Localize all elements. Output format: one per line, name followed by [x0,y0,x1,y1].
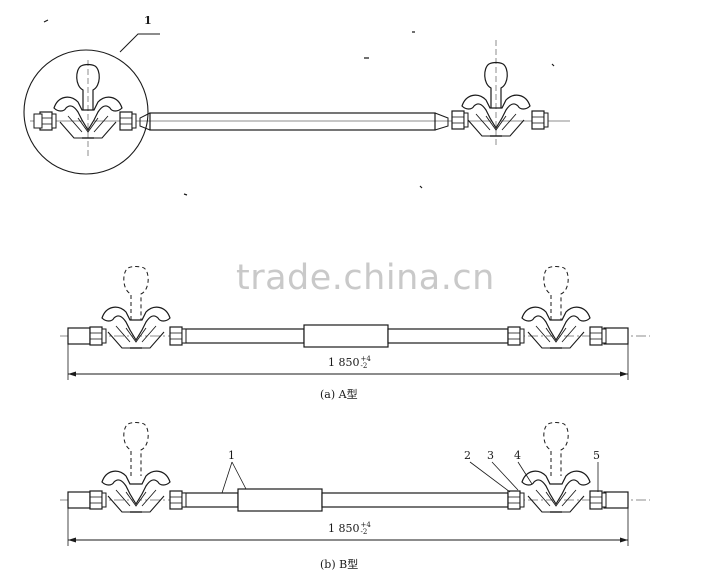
watermark-text: trade.china.cn [236,258,495,298]
part-label-1: 1 [228,449,235,462]
part-label-5: 5 [593,449,600,462]
leader-4 [517,461,533,485]
callout-1: 1 [144,14,152,27]
b-left-clamp [101,421,171,513]
diagram-b [60,421,650,546]
caption-a: (a) A型 [320,388,358,401]
b-rod-right [321,492,509,508]
left-inner-nut [119,111,137,131]
rod-right [387,328,509,344]
a-right-inner-nut [507,326,525,346]
b-right-inner-nut [507,490,525,510]
b-left-outer-nut [89,490,107,510]
b-rod-left [183,492,239,508]
b-right-clamp [521,421,591,513]
rod-left [183,328,305,344]
leader-2 [469,461,511,493]
b-dimension-value: 1 850 [328,522,360,535]
right-outer-nut [531,110,549,130]
b-right-outer-nut [589,490,607,510]
right-inner-nut [451,110,469,130]
diagram-a [60,265,650,380]
a-tolerance-upper: +4 [360,355,371,363]
leader-3 [491,461,519,491]
leader-1 [221,461,247,494]
top-diagram [23,19,570,196]
b-left-inner-nut [169,490,187,510]
a-dimension-value: 1 850 [328,356,360,369]
callout-leader [119,33,160,53]
a-left-outer-nut [89,326,107,346]
b-adjust-sleeve [237,488,323,512]
detail-circle [23,49,149,175]
b-tolerance-lower: -2 [360,528,368,536]
a-tolerance-lower: -2 [360,362,368,370]
a-dimension-label: 1 850+4-2 [328,356,371,370]
tie-rod [149,112,436,131]
b-tolerance-upper: +4 [360,521,371,529]
adjust-sleeve [303,324,389,348]
caption-b: (b) B型 [320,558,359,571]
a-left-inner-nut [169,326,187,346]
a-right-outer-nut [589,326,607,346]
part-label-4: 4 [514,449,521,462]
part-label-3: 3 [487,449,494,462]
b-dimension-label: 1 850+4-2 [328,522,371,536]
part-label-2: 2 [464,449,471,462]
